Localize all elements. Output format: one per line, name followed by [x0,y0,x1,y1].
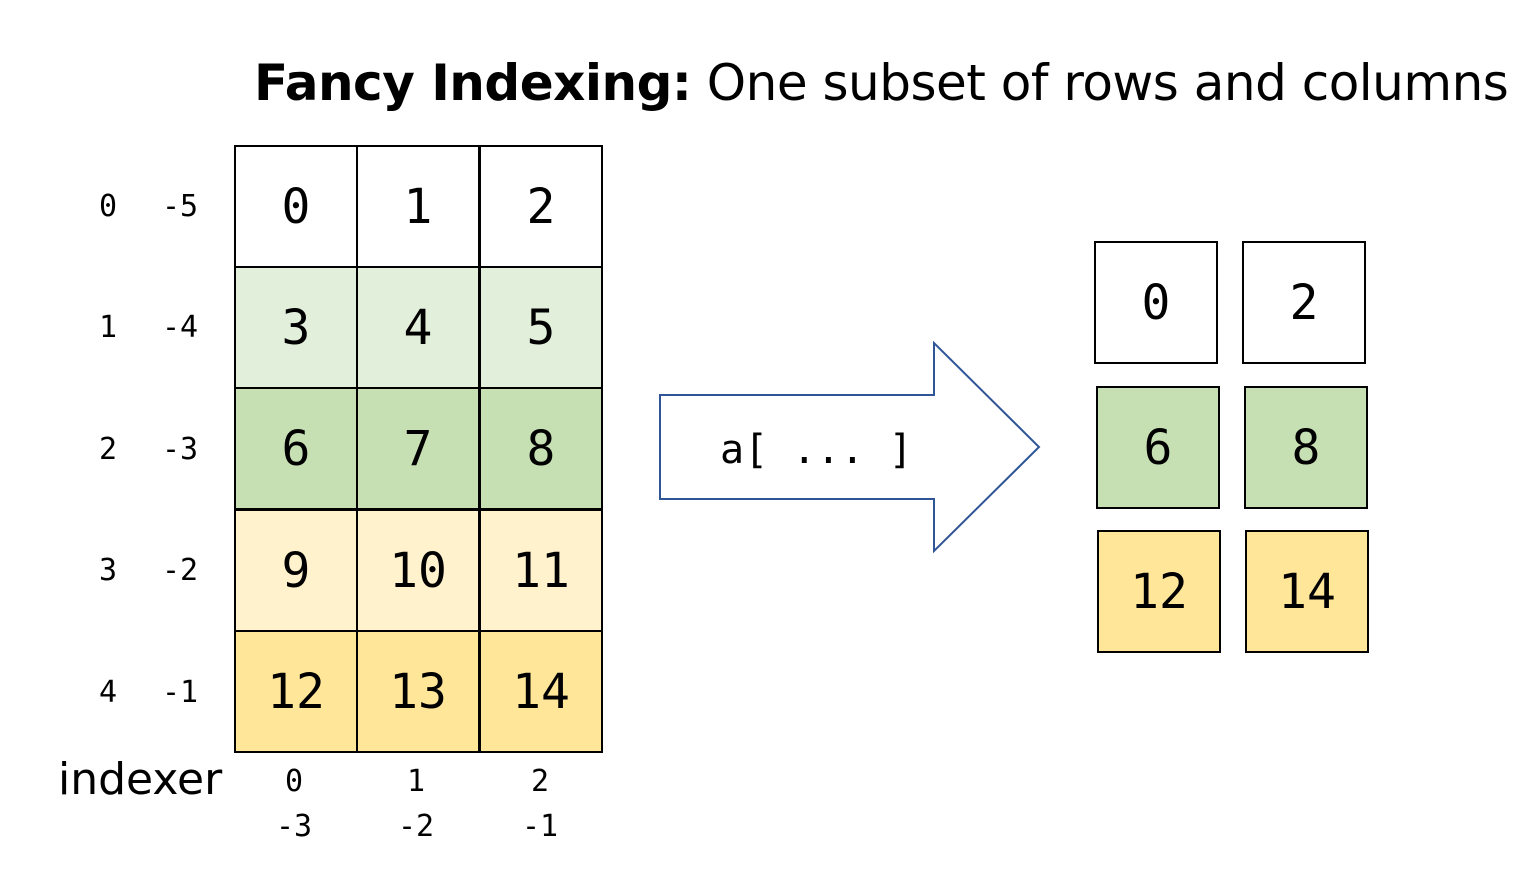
result-cell-0-0: 0 [1094,241,1218,364]
result-cell-2-1: 14 [1245,530,1369,653]
grid-cell-3-2: 11 [479,509,603,632]
row-index-negative: -2 [161,553,199,588]
result-cell-0-1: 2 [1242,241,1366,364]
indexer-label: indexer [58,754,223,805]
source-array-grid: 0 1 2 3 4 5 6 7 8 9 10 11 12 13 14 [234,145,603,753]
col-index-positive: 0 [284,764,304,799]
indexing-expression: a[ ... ] [720,427,913,473]
row-index-positive: 4 [98,675,118,710]
title-bold: Fancy Indexing: [254,54,692,112]
row-index-positive: 0 [98,189,118,224]
result-cell-1-1: 8 [1244,386,1368,509]
row-index-positive: 3 [98,553,118,588]
grid-cell-2-1: 7 [356,387,480,510]
row-index-negative: -4 [161,310,199,345]
right-arrow-icon [659,340,1041,554]
grid-cell-0-2: 2 [479,145,603,268]
row-index-positive: 2 [98,432,118,467]
arrow-shape [659,340,1041,554]
col-index-negative: -2 [397,809,435,844]
grid-cell-1-1: 4 [356,266,480,389]
col-index-negative: -1 [521,809,559,844]
row-index-negative: -1 [161,675,199,710]
row-index-negative: -5 [161,189,199,224]
grid-cell-4-1: 13 [356,630,480,753]
diagram-title: Fancy Indexing: One subset of rows and c… [254,48,1509,118]
grid-cell-1-2: 5 [479,266,603,389]
row-index-negative: -3 [161,432,199,467]
grid-cell-0-1: 1 [356,145,480,268]
row-index-positive: 1 [98,310,118,345]
col-index-positive: 1 [406,764,426,799]
grid-cell-1-0: 3 [234,266,358,389]
grid-cell-4-2: 14 [479,630,603,753]
grid-cell-2-0: 6 [234,387,358,510]
grid-cell-4-0: 12 [234,630,358,753]
grid-cell-3-1: 10 [356,509,480,632]
title-normal: One subset of rows and columns [706,54,1509,112]
col-index-positive: 2 [530,764,550,799]
grid-cell-3-0: 9 [234,509,358,632]
grid-cell-2-2: 8 [479,387,603,510]
col-index-negative: -3 [275,809,313,844]
grid-cell-0-0: 0 [234,145,358,268]
result-cell-1-0: 6 [1096,386,1220,509]
result-cell-2-0: 12 [1097,530,1221,653]
